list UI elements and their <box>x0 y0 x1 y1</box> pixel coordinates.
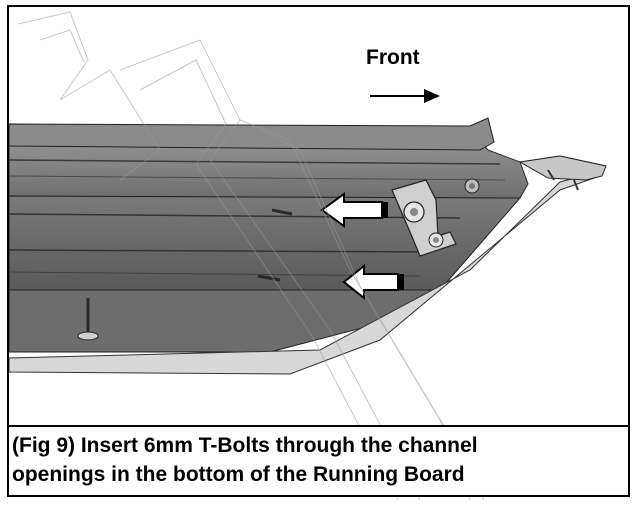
figure-frame <box>7 5 630 497</box>
insert-arrow-upper-icon <box>320 192 388 228</box>
board-top-lip <box>8 117 495 151</box>
insert-arrow-lower-icon <box>342 263 404 301</box>
caption-line-1: (Fig 9) Insert 6mm T-Bolts through the c… <box>12 434 478 457</box>
caption-line-2: openings in the bottom of the Running Bo… <box>12 463 465 486</box>
figure-caption: (Fig 9) Insert 6mm T-Bolts through the c… <box>7 425 630 497</box>
front-direction-arrow-icon <box>370 89 440 103</box>
front-label: Front <box>366 46 420 69</box>
end-cap <box>518 155 607 181</box>
